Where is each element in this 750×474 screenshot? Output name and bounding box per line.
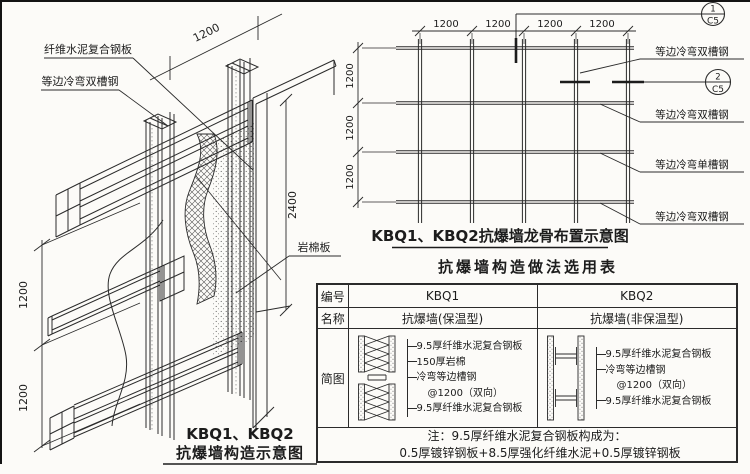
grid-dim-top-1: 1200 (433, 19, 458, 30)
kbq2-id: KBQ2 (536, 283, 738, 308)
row-diagram-label: 简图 (316, 328, 349, 428)
kbq1-diagram-labels: 9.5厚纤维水泥复合钢板 150厚岩棉 冷弯等边槽钢 @1200（双向） 9.5… (406, 339, 523, 417)
table-note: 注：9.5厚纤维水泥复合钢板构成为： 0.5厚镀锌钢板+8.5厚强化纤维水泥+0… (316, 427, 738, 463)
kbq1-label-4: @1200（双向） (427, 387, 503, 399)
iso-dim-height: 2400 (286, 191, 299, 219)
beam-top-double-channel (55, 99, 253, 238)
detail-diagonal (195, 175, 282, 281)
kbq1-label-2: 150厚岩棉 (417, 355, 523, 371)
iso-label-double-channel: 等边冷弯双槽钢 (42, 74, 119, 88)
kbq2-name: 抗爆墙(非保温型) (536, 307, 738, 329)
section-callout-1: 1 C5 (514, 1, 726, 63)
iso-label-panel: 纤维水泥复合钢板 (44, 42, 132, 56)
selection-table: 编号 KBQ1 KBQ2 名称 抗爆墙(保温型) 抗爆墙(非保温型) 简图 (316, 283, 738, 463)
selection-table-block: 抗爆墙构造做法选用表 编号 KBQ1 KBQ2 名称 抗爆墙(保温型) 抗爆墙(… (316, 256, 740, 463)
table-row-diagram: 简图 (316, 328, 738, 428)
keel-layout-drawing: 1200 1200 1200 1200 1200 1200 1200 1 C5 (345, 1, 744, 249)
grid-dim-left-1: 1200 (345, 63, 356, 88)
note-line-2: 0.5厚镀锌钢板+8.5厚强化纤维水泥+0.5厚镀锌钢板 (399, 445, 681, 460)
table-row-name: 名称 抗爆墙(保温型) 抗爆墙(非保温型) (316, 307, 738, 329)
grid-label-4: 等边冷弯双槽钢 (655, 210, 729, 223)
kbq1-name: 抗爆墙(保温型) (347, 307, 538, 329)
kbq2-label-3: @1200（双向） (616, 380, 692, 391)
grid-label-3: 等边冷弯单槽钢 (655, 158, 729, 171)
grid-top-dim-line (412, 25, 636, 44)
kbq2-section-diagram (546, 335, 584, 421)
table-title: 抗爆墙构造做法选用表 (437, 258, 618, 276)
grid-members (396, 39, 634, 223)
beam-bottom-double-channel (49, 331, 243, 451)
iso-dim-left-lower: 1200 (17, 384, 30, 412)
grid-label-leaders (579, 58, 744, 225)
kbq1-label-5: 9.5厚纤维水泥复合钢板 (417, 401, 523, 417)
iso-label-rockwool: 岩棉板 (298, 240, 331, 254)
grid-left-dim-line (352, 42, 396, 208)
kbq2-label-2: 冷弯等边槽钢 (606, 363, 712, 379)
iso-dim-left-upper: 1200 (17, 281, 30, 309)
stud-hatch-lines (151, 64, 237, 430)
callout-1-number: 1 (710, 5, 715, 15)
iso-leader-lines (41, 57, 341, 294)
kbq1-diagram-cell: 9.5厚纤维水泥复合钢板 150厚岩棉 冷弯等边槽钢 @1200（双向） 9.5… (349, 330, 537, 426)
grid-dim-top-4: 1200 (589, 19, 614, 30)
iso-construction-drawing: 1200 2400 1200 1200 纤维水泥复合钢板 等边冷弯双槽钢 岩棉板… (17, 13, 341, 465)
row-name-label: 名称 (316, 307, 349, 329)
note-line-1: 注：9.5厚纤维水泥复合钢板构成为： (427, 429, 627, 444)
break-line-curve (107, 219, 164, 427)
iso-title-line1: KBQ1、KBQ2 (186, 425, 294, 443)
kbq2-diagram-labels: 9.5厚纤维水泥复合钢板 冷弯等边槽钢 @1200（双向） 9.5厚纤维水泥复合… (595, 347, 712, 410)
grid-dim-left-3: 1200 (345, 164, 356, 189)
kbq1-section-diagram (357, 335, 395, 421)
kbq1-label-1: 9.5厚纤维水泥复合钢板 (417, 339, 523, 355)
kbq2-diagram-cell: 9.5厚纤维水泥复合钢板 冷弯等边槽钢 @1200（双向） 9.5厚纤维水泥复合… (538, 330, 737, 426)
iso-dimensions (33, 13, 293, 453)
stud-right-double-channel (224, 58, 260, 400)
sheet-frame-left (0, 0, 2, 464)
kbq2-label-1: 9.5厚纤维水泥复合钢板 (606, 347, 712, 363)
panel-fiber-cement (252, 59, 337, 430)
grid-title: KBQ1、KBQ2抗爆墙龙骨布置示意图 (371, 227, 629, 245)
sheet-frame-top (0, 0, 750, 2)
grid-dim-left-2: 1200 (345, 115, 356, 140)
callout-2-number: 2 (715, 73, 720, 83)
kbq2-label-4: 9.5厚纤维水泥复合钢板 (606, 394, 712, 410)
callout-2-sheet: C5 (712, 85, 724, 95)
iso-title-line2: 抗爆墙构造示意图 (176, 444, 304, 462)
section-callout-2: 2 C5 (560, 68, 732, 96)
row-id-label: 编号 (316, 283, 349, 308)
table-row-note: 注：9.5厚纤维水泥复合钢板构成为： 0.5厚镀锌钢板+8.5厚强化纤维水泥+0… (316, 427, 738, 463)
grid-dim-top-3: 1200 (537, 19, 562, 30)
callout-1-sheet: C5 (707, 17, 719, 27)
kbq1-label-3: 冷弯等边槽钢 (417, 370, 523, 386)
grid-label-2: 等边冷弯双槽钢 (655, 108, 729, 121)
iso-dim-top: 1200 (191, 21, 222, 45)
grid-dim-top-2: 1200 (485, 19, 510, 30)
grid-label-1: 等边冷弯双槽钢 (655, 45, 729, 58)
stud-left-double-channel (142, 112, 178, 440)
beam-middle-single-channel (47, 255, 185, 337)
kbq1-id: KBQ1 (347, 283, 538, 308)
table-row-id: 编号 KBQ1 KBQ2 (316, 283, 738, 308)
